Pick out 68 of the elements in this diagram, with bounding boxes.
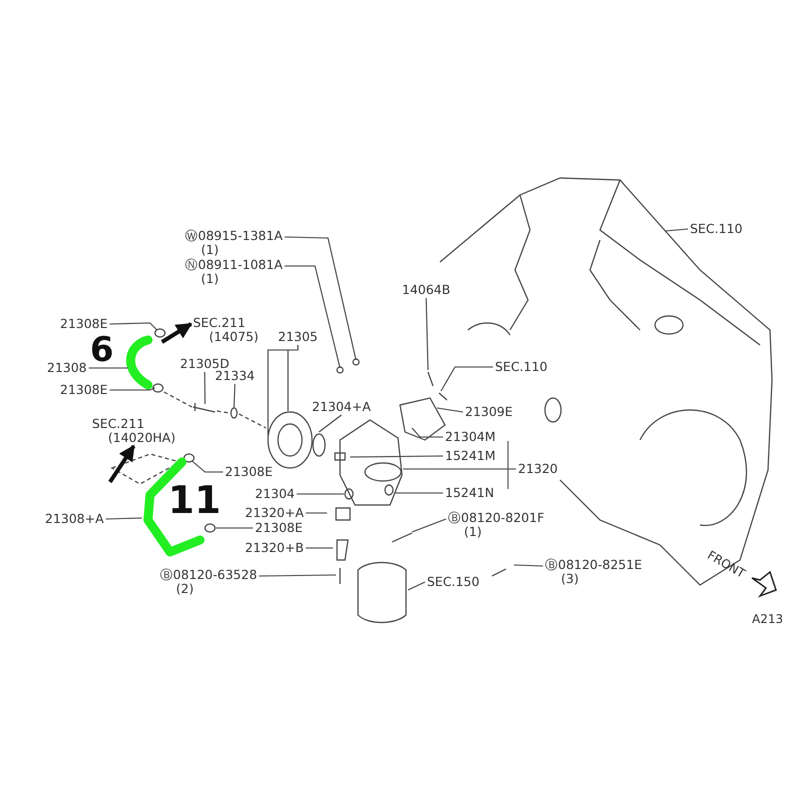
arrow bbox=[160, 322, 192, 344]
leader-line bbox=[403, 468, 516, 470]
part-number: Ⓝ08911-1081A bbox=[185, 258, 283, 272]
leader-line bbox=[296, 493, 344, 495]
leader-line bbox=[318, 414, 342, 432]
leader-line bbox=[88, 367, 128, 369]
callout-number: 6 bbox=[90, 330, 114, 370]
leader-line bbox=[259, 574, 336, 577]
part-number: 21308E bbox=[60, 383, 108, 397]
part-number: Ⓑ08120-63528 bbox=[160, 568, 258, 582]
part-number: 21308E bbox=[225, 465, 273, 479]
quantity-label: (2) bbox=[175, 582, 195, 596]
leader-line bbox=[306, 547, 333, 549]
leader-line bbox=[287, 344, 299, 411]
callout-number: 11 bbox=[168, 478, 221, 522]
part-number: 21308E bbox=[60, 317, 108, 331]
arrow bbox=[108, 444, 136, 484]
leader-line bbox=[412, 428, 443, 438]
part-number: 21334 bbox=[215, 369, 255, 383]
leader-line bbox=[110, 387, 156, 391]
leader-line bbox=[426, 298, 429, 370]
leader-line bbox=[106, 517, 142, 520]
leader-line bbox=[110, 322, 158, 330]
part-number: Ⓦ08915-1381A bbox=[185, 229, 283, 243]
leader-line bbox=[284, 236, 357, 360]
part-number: 21320+A bbox=[245, 506, 304, 520]
quantity-label: (1) bbox=[463, 525, 483, 539]
leader-line bbox=[233, 384, 236, 408]
part-number: 21320+B bbox=[245, 541, 304, 555]
part-number: 15241N bbox=[445, 486, 494, 500]
drawing-code: A213 bbox=[752, 612, 784, 626]
quantity-label: (3) bbox=[560, 572, 580, 586]
leader-line bbox=[440, 366, 493, 392]
part-number: 14064B bbox=[402, 283, 450, 297]
part-number: 21309E bbox=[465, 405, 513, 419]
quantity-label: (14075) bbox=[208, 330, 259, 344]
leader-line bbox=[408, 582, 426, 590]
part-number: SEC.110 bbox=[495, 360, 548, 374]
leader-line bbox=[216, 527, 253, 529]
leader-line bbox=[192, 460, 223, 473]
part-number: SEC.211 bbox=[92, 417, 146, 431]
leader-line bbox=[664, 228, 688, 232]
quantity-label: (14020HA) bbox=[107, 431, 176, 445]
part-number: Ⓑ08120-8201F bbox=[448, 511, 544, 525]
leader-line bbox=[436, 407, 464, 413]
leader-line bbox=[306, 512, 327, 514]
leader-line bbox=[412, 518, 446, 533]
quantity-label: (1) bbox=[200, 243, 220, 257]
part-number: SEC.110 bbox=[690, 222, 742, 236]
part-number: 21304M bbox=[445, 430, 496, 444]
leader-line bbox=[284, 265, 341, 368]
part-number: 21305D bbox=[180, 357, 230, 371]
part-number: 21304 bbox=[255, 487, 295, 501]
part-number: 15241M bbox=[445, 449, 496, 463]
leader-line bbox=[204, 372, 206, 404]
part-number: 21308 bbox=[47, 361, 87, 375]
part-number: SEC.211 bbox=[193, 316, 246, 330]
part-number: 21308+A bbox=[45, 512, 104, 526]
leader-line bbox=[514, 564, 544, 567]
part-number: 21304+A bbox=[312, 400, 371, 414]
leader-line bbox=[350, 455, 443, 458]
part-number: 21305 bbox=[278, 330, 318, 344]
quantity-label: (1) bbox=[200, 272, 220, 286]
part-number: 21308E bbox=[255, 521, 303, 535]
part-number: 21320 bbox=[518, 462, 558, 476]
part-number: SEC.150 bbox=[427, 575, 480, 589]
part-number: Ⓑ08120-8251E bbox=[545, 558, 642, 572]
leader-line bbox=[395, 492, 443, 494]
